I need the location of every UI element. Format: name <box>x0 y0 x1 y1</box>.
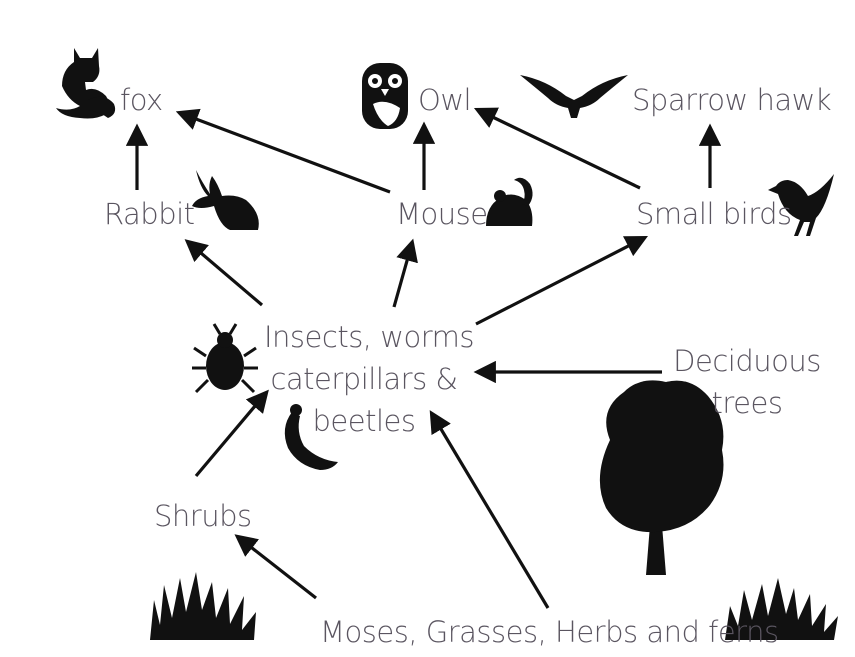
beetle-icon <box>192 323 258 394</box>
rabbit-icon <box>192 170 259 230</box>
arrow-smallbirds-to-owl <box>473 107 641 190</box>
node-small-birds: Small birds <box>636 197 792 231</box>
bird-icon <box>768 174 834 236</box>
node-rabbit: Rabbit <box>104 197 195 231</box>
hawk-icon <box>520 75 628 118</box>
tree-icon <box>599 380 724 575</box>
arrows <box>125 107 722 609</box>
arrow-insects-to-smallbirds <box>475 235 648 326</box>
arrow-shrubs-to-insects <box>194 389 269 478</box>
grass-icon-right <box>725 578 838 640</box>
arrow-producers-to-shrubs <box>234 534 317 600</box>
node-trees-line-2: trees <box>711 386 783 421</box>
node-deciduous-trees: Deciduous trees <box>672 340 822 424</box>
node-trees-line-1: Deciduous <box>673 344 821 378</box>
node-fox: fox <box>120 83 163 117</box>
arrow-mouse-to-fox <box>175 108 391 194</box>
mouse-icon <box>486 177 533 226</box>
caterpillar-icon <box>284 404 338 470</box>
node-mouse: Mouse <box>396 197 488 231</box>
node-insects-line-3: beetles <box>312 404 416 439</box>
arrow-insects-to-mouse <box>392 238 418 308</box>
node-producers: Moses, Grasses, Herbs and ferns <box>320 615 779 649</box>
node-insects-line-2: caterpillars & <box>270 362 458 397</box>
node-owl: Owl <box>418 83 472 117</box>
grass-icon <box>150 572 256 640</box>
owl-icon <box>362 63 408 129</box>
arrow-producers-to-insects <box>429 410 550 609</box>
node-shrubs: Shrubs <box>154 499 252 533</box>
fox-icon <box>56 48 116 119</box>
node-sparrow-hawk: Sparrow hawk <box>632 83 832 117</box>
arrow-insects-to-rabbit <box>184 239 264 307</box>
node-insects-line-1: Insects, worms <box>264 320 474 354</box>
node-insects: Insects, worms caterpillars & beetles <box>264 316 474 442</box>
